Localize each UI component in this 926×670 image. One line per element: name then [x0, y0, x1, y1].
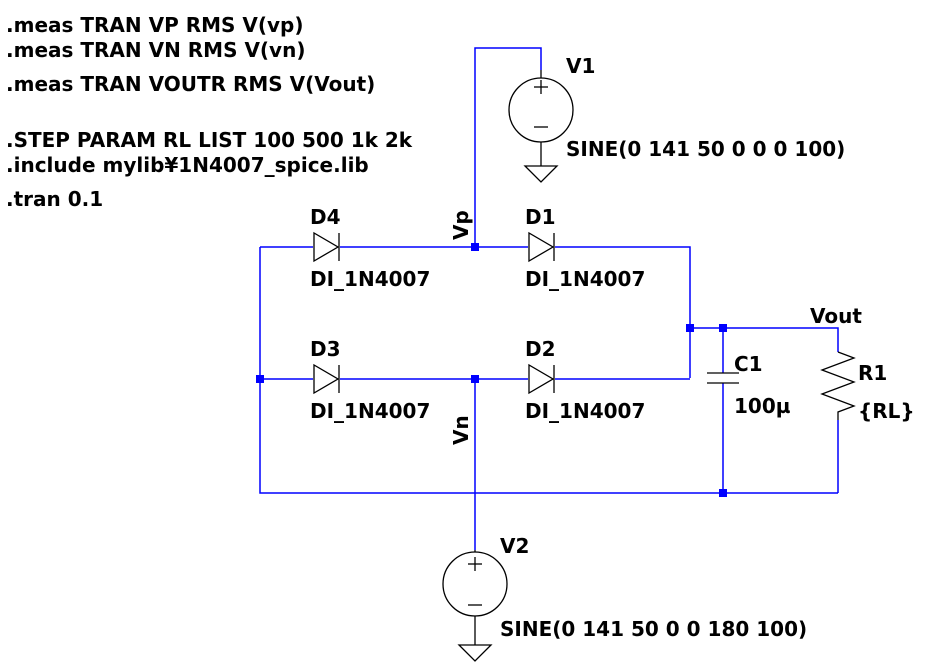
d3-name: D3	[310, 337, 341, 361]
wire-left-and-bottom-rail[interactable]	[259, 247, 838, 494]
junction-nodes	[256, 243, 727, 497]
v1-name: V1	[566, 54, 595, 78]
resistor-r1[interactable]: R1 {RL}	[820, 351, 915, 423]
c1-name: C1	[734, 352, 763, 376]
c1-value[interactable]: 100µ	[734, 394, 791, 418]
directive-meas-vn[interactable]: .meas TRAN VN RMS V(vn)	[6, 38, 305, 62]
v2-name: V2	[500, 534, 529, 558]
resistor-zigzag-icon	[820, 351, 856, 420]
diode-icon	[313, 363, 340, 395]
junction-vp	[471, 243, 479, 251]
junction-vout	[719, 324, 727, 332]
diode-d1[interactable]: D1 DI_1N4007	[525, 205, 645, 291]
diode-icon	[313, 231, 340, 263]
diode-d4[interactable]: D4 DI_1N4007	[310, 205, 430, 291]
junction-bottom	[719, 489, 727, 497]
net-label-vn[interactable]: Vn	[449, 415, 473, 445]
directive-include[interactable]: .include mylib¥1N4007_spice.lib	[6, 153, 369, 177]
directive-step-param[interactable]: .STEP PARAM RL LIST 100 500 1k 2k	[6, 128, 413, 152]
v2-value[interactable]: SINE(0 141 50 0 0 180 100)	[500, 617, 807, 641]
wires	[259, 47, 839, 550]
diode-d2[interactable]: D2 DI_1N4007	[525, 337, 645, 423]
ground-icon	[523, 165, 559, 183]
diode-icon	[528, 363, 555, 395]
r1-name: R1	[858, 361, 887, 385]
wire-vout-net[interactable]	[690, 327, 839, 352]
voltage-source-v1[interactable]: V1 SINE(0 141 50 0 0 0 100)	[508, 54, 845, 183]
wire-d1-cathode[interactable]	[555, 246, 691, 378]
v1-value[interactable]: SINE(0 141 50 0 0 0 100)	[566, 137, 845, 161]
d4-model[interactable]: DI_1N4007	[310, 267, 430, 291]
ground-icon	[457, 644, 493, 662]
directive-tran[interactable]: .tran 0.1	[6, 187, 103, 211]
diode-icon	[528, 231, 555, 263]
wire-v1-to-vp[interactable]	[474, 47, 542, 247]
d1-name: D1	[525, 205, 556, 229]
net-labels: Vp Vn Vout	[449, 210, 862, 445]
d2-name: D2	[525, 337, 556, 361]
d4-name: D4	[310, 205, 341, 229]
d3-model[interactable]: DI_1N4007	[310, 399, 430, 423]
junction-left	[256, 375, 264, 383]
d1-model[interactable]: DI_1N4007	[525, 267, 645, 291]
junction-vn	[471, 375, 479, 383]
r1-value[interactable]: {RL}	[858, 399, 915, 423]
net-label-vout[interactable]: Vout	[810, 304, 862, 328]
capacitor-c1[interactable]: C1 100µ	[707, 352, 791, 418]
diode-d3[interactable]: D3 DI_1N4007	[310, 337, 430, 423]
junction-d1-d2	[686, 324, 694, 332]
net-label-vp[interactable]: Vp	[449, 210, 473, 240]
directive-meas-vp[interactable]: .meas TRAN VP RMS V(vp)	[6, 13, 303, 37]
voltage-source-v2[interactable]: V2 SINE(0 141 50 0 0 180 100)	[442, 534, 807, 662]
directive-meas-voutr[interactable]: .meas TRAN VOUTR RMS V(Vout)	[6, 72, 375, 96]
d2-model[interactable]: DI_1N4007	[525, 399, 645, 423]
spice-directives: .meas TRAN VP RMS V(vp) .meas TRAN VN RM…	[6, 13, 413, 211]
